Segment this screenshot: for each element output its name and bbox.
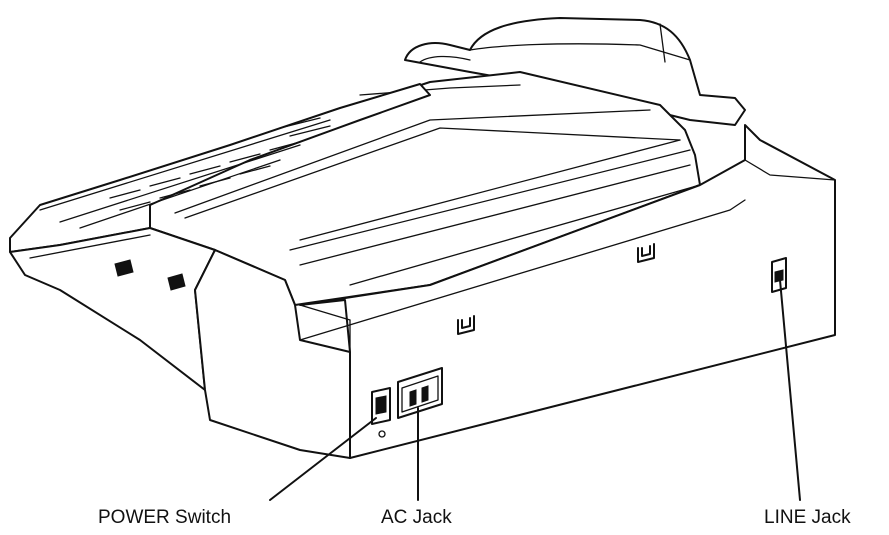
line-jack-label: LINE Jack <box>764 507 851 528</box>
handset <box>404 17 746 126</box>
power-switch-label: POWER Switch <box>98 507 232 528</box>
line-jack <box>771 257 787 293</box>
leader-lines <box>269 279 801 501</box>
power-switch <box>371 387 391 438</box>
ac-jack <box>397 367 443 419</box>
left-base <box>9 227 216 391</box>
rear-clips <box>457 243 655 335</box>
ac-jack-label: AC Jack <box>381 507 452 528</box>
